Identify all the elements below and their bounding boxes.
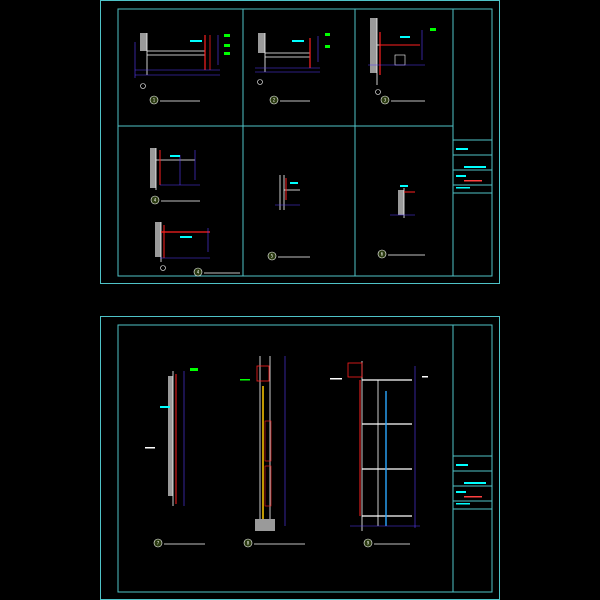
detail-3-number: 3 — [384, 98, 387, 103]
detail-3: 3 — [368, 18, 436, 105]
detail-6-number: 6 — [381, 252, 384, 257]
detail-8-number-bubble — [243, 538, 253, 548]
sheet-1-svg: 1 2 3 — [100, 0, 500, 284]
detail-9-number-bubble — [363, 538, 373, 548]
detail-4a-number-bubble — [193, 267, 203, 277]
title-block-text-4 — [456, 187, 470, 189]
detail-9-number: 9 — [367, 541, 370, 546]
detail-7-number: 7 — [157, 541, 160, 546]
detail-5: 5 — [267, 175, 310, 261]
detail-2-number: 2 — [273, 98, 276, 103]
detail-4: 4 — [150, 148, 200, 205]
detail-6: 6 — [377, 185, 425, 259]
detail-5-number: 5 — [271, 254, 274, 259]
detail-6-number-bubble — [377, 249, 387, 259]
detail-4-number-bubble — [150, 195, 160, 205]
sheet-1-inner-frame — [117, 8, 493, 277]
detail-5-number-bubble — [267, 251, 277, 261]
detail-7-number-bubble — [153, 538, 163, 548]
detail-3-number-bubble — [380, 95, 390, 105]
sheet-2-svg: 7 8 9 — [100, 316, 500, 600]
detail-7: 7 — [145, 368, 205, 548]
detail-9: 9 — [330, 361, 428, 548]
detail-2-number-bubble — [269, 95, 279, 105]
title-block-text-3 — [456, 175, 466, 177]
drawing-sheet-2: 7 8 9 — [100, 316, 500, 600]
detail-4a-number: 4 — [197, 270, 200, 275]
detail-1: 1 — [134, 33, 230, 105]
title-block-text-red — [464, 180, 482, 182]
detail-8-number: 8 — [247, 541, 250, 546]
detail-4a: 4 — [155, 222, 240, 277]
title-block-text-2 — [464, 166, 486, 168]
detail-2: 2 — [255, 33, 330, 105]
drawing-sheet-1: 1 2 3 — [100, 0, 500, 284]
detail-1-number: 1 — [153, 98, 156, 103]
detail-8: 8 — [240, 356, 305, 548]
sheet-2-inner-frame — [117, 324, 493, 593]
title-block-text-1 — [456, 148, 468, 150]
detail-1-number-bubble — [149, 95, 159, 105]
sheet-2-outer-frame — [100, 316, 500, 600]
detail-4-number: 4 — [154, 198, 157, 203]
sheet-1-outer-frame — [100, 0, 500, 284]
